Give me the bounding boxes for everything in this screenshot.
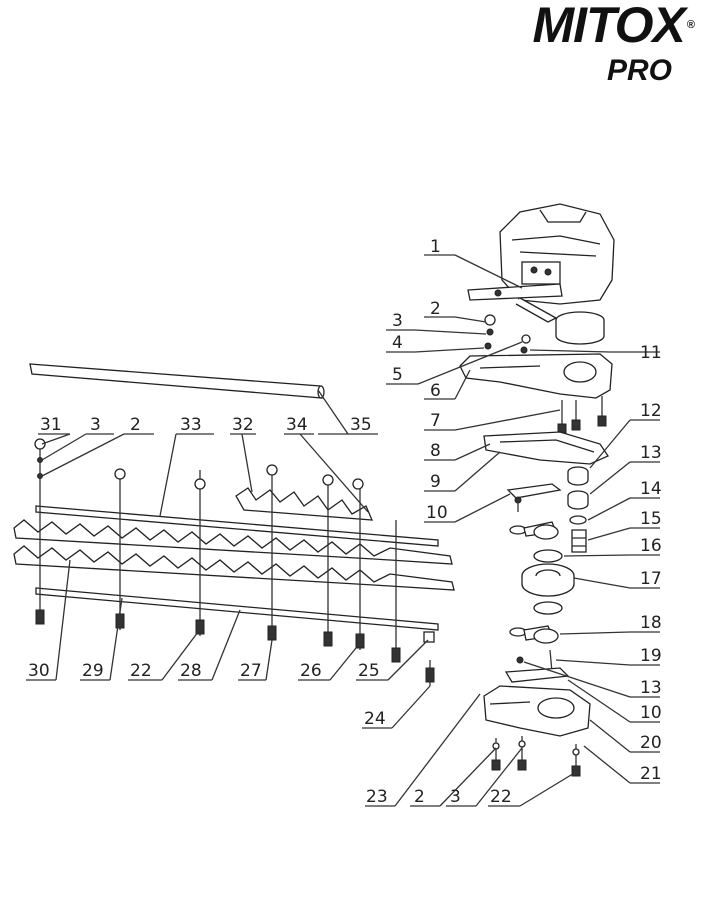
- label-33: 33: [180, 415, 202, 435]
- label-5: 5: [392, 365, 403, 385]
- label-21: 21: [640, 764, 662, 784]
- label-2: 2: [430, 299, 441, 319]
- label-1: 1: [430, 237, 441, 257]
- lower-gearbox-cover: [483, 685, 591, 737]
- blade-insert-32: [235, 487, 374, 521]
- label-23: 23: [366, 787, 388, 807]
- brand-line: PRO: [606, 54, 672, 87]
- bolts-lower: [491, 736, 581, 777]
- label-3b: 3: [450, 787, 461, 807]
- crank-arm-lower: [509, 625, 559, 644]
- label-32: 32: [232, 415, 254, 435]
- label-27: 27: [240, 661, 262, 681]
- label-14: 14: [640, 479, 662, 499]
- label-34: 34: [286, 415, 308, 435]
- label-10: 10: [426, 503, 448, 523]
- part-numbers: 1 2 3 4 5 6 7 8 9 10 11 12 13 14 15 16 1…: [28, 237, 662, 807]
- label-11: 11: [640, 343, 662, 363]
- label-3c: 3: [90, 415, 101, 435]
- crank-arm-upper: [509, 521, 559, 540]
- label-19: 19: [640, 646, 662, 666]
- bottom-plate-28: [35, 587, 439, 631]
- label-6: 6: [430, 381, 441, 401]
- brand-logo: MITOX® PRO: [532, 0, 695, 87]
- label-25: 25: [358, 661, 380, 681]
- blade-guard: [29, 363, 325, 399]
- label-22: 22: [130, 661, 152, 681]
- label-26: 26: [300, 661, 322, 681]
- label-7: 7: [430, 411, 441, 431]
- label-15: 15: [640, 509, 662, 529]
- gasket: [483, 431, 609, 465]
- label-13: 13: [640, 443, 662, 463]
- drive-shaft: [467, 283, 563, 323]
- label-22b: 22: [490, 787, 512, 807]
- upper-blade: [13, 519, 453, 565]
- label-28: 28: [180, 661, 202, 681]
- label-10b: 10: [640, 703, 662, 723]
- label-8: 8: [430, 441, 441, 461]
- bearing-stack: [567, 466, 589, 553]
- brand-name: MITOX®: [532, 0, 695, 53]
- label-9: 9: [430, 472, 441, 492]
- plate-10-lower: [504, 667, 570, 683]
- label-12: 12: [640, 401, 662, 421]
- label-31: 31: [40, 415, 62, 435]
- spacer-plate-33: [35, 505, 439, 547]
- label-29: 29: [82, 661, 104, 681]
- label-20: 20: [640, 733, 662, 753]
- bolts-7: [557, 396, 607, 435]
- label-18: 18: [640, 613, 662, 633]
- label-2b: 2: [414, 787, 425, 807]
- registered-mark: ®: [686, 19, 695, 31]
- label-17: 17: [640, 569, 662, 589]
- label-2c: 2: [130, 415, 141, 435]
- label-13b: 13: [640, 678, 662, 698]
- label-35: 35: [350, 415, 372, 435]
- main-gear: [521, 549, 575, 615]
- plate-10-upper: [506, 483, 562, 512]
- label-3: 3: [392, 311, 403, 331]
- label-4: 4: [392, 333, 403, 353]
- washers-upper: [484, 314, 531, 354]
- label-30: 30: [28, 661, 50, 681]
- upper-gearbox-cover: [459, 353, 613, 399]
- label-24: 24: [364, 709, 386, 729]
- leader-lines: [26, 254, 660, 807]
- lower-blade: [13, 545, 455, 591]
- label-16: 16: [640, 536, 662, 556]
- engine-housing: [499, 203, 615, 305]
- clutch-drum: [555, 311, 605, 345]
